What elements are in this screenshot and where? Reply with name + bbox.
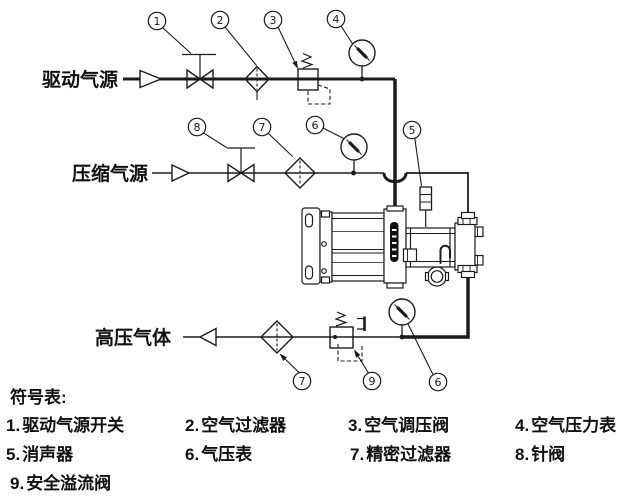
legend-item-name: 精密过滤器 — [366, 444, 452, 464]
air-filter — [244, 65, 270, 100]
callout-balloon-6: 6 — [305, 115, 325, 135]
legend-item: 1.驱动气源开关 — [6, 415, 124, 435]
source-labels: 驱动气源 压缩气源 高压气体 — [42, 68, 172, 349]
legend-title: 符号表: — [10, 387, 67, 407]
air-pressure-gauge — [348, 39, 376, 82]
callout-leader — [162, 27, 192, 54]
compressed-air-circuit — [152, 133, 469, 227]
legend-item: 2.空气过滤器 — [185, 415, 287, 435]
callout-leader — [414, 138, 423, 187]
balloon-number: 8 — [194, 121, 201, 134]
compressed-air-label: 压缩气源 — [72, 162, 148, 185]
legend-item-num: 6. — [185, 445, 199, 464]
callout-balloon-5: 5 — [402, 120, 422, 140]
gas-booster-pump — [301, 205, 484, 289]
pump-tube-hook — [439, 244, 451, 264]
precision-filter — [284, 157, 316, 189]
callout-balloon-2: 2 — [210, 10, 230, 30]
balloon-number: 2 — [217, 14, 224, 27]
callout-leader — [322, 127, 345, 140]
legend-item-name: 针阀 — [531, 444, 565, 464]
callout-leader — [407, 323, 434, 375]
legend-item-num: 8. — [515, 445, 529, 464]
balloon-number: 7 — [259, 121, 266, 134]
air-regulator-valve — [297, 52, 331, 105]
legend-item-name: 驱动气源开关 — [22, 415, 124, 435]
legend-item-name: 气压表 — [200, 444, 253, 464]
callout-balloon-7b: 7 — [292, 371, 312, 391]
legend-item-num: 3. — [348, 416, 362, 435]
legend-item: 7.精密过滤器 — [350, 444, 452, 464]
bracket-slot — [304, 213, 314, 228]
legend-item: 4.空气压力表 — [515, 415, 617, 435]
callout-leaders — [162, 25, 434, 375]
callout-balloon-1: 1 — [147, 11, 167, 31]
legend: 符号表: 1.驱动气源开关 2.空气过滤器 3.空气调压阀 4.空气压力表 5.… — [6, 387, 617, 493]
balloon-number: 6 — [312, 119, 319, 132]
legend-item: 5.消声器 — [6, 444, 74, 464]
flow-arrow-icon — [171, 163, 191, 183]
balloon-number: 9 — [369, 375, 376, 388]
drive-air-switch-valve — [182, 53, 216, 90]
high-pressure-circuit — [183, 278, 470, 362]
legend-item-name: 安全溢流阀 — [26, 473, 111, 493]
leader-arrowhead-icon — [279, 353, 287, 361]
callout-leader — [224, 26, 257, 66]
flow-arrow-icon — [198, 327, 217, 347]
pump-outlet-block — [454, 222, 476, 271]
leader-arrowhead-icon — [354, 349, 361, 358]
callout-leader — [203, 132, 228, 149]
hp-outlet-pipe — [402, 278, 470, 339]
pump-drive-cylinder — [331, 212, 385, 282]
callout-balloon-8: 8 — [187, 117, 207, 137]
callout-leader — [277, 26, 296, 63]
flow-arrow-icon — [139, 69, 163, 89]
pump-port-fitting — [402, 248, 418, 263]
legend-item-name: 空气压力表 — [531, 415, 617, 435]
compressed-air-pipe-right — [406, 172, 469, 213]
needle-valve — [227, 147, 255, 183]
muffler — [419, 186, 433, 227]
legend-item-name: 空气过滤器 — [201, 415, 287, 435]
balloon-number: 5 — [409, 124, 416, 137]
legend-item-num: 1. — [6, 416, 20, 435]
legend-item-num: 4. — [515, 416, 529, 435]
legend-item-num: 9. — [10, 474, 24, 493]
callout-balloon-4: 4 — [326, 9, 346, 29]
callout-balloon-6b: 6 — [428, 372, 448, 392]
pipe-crossing-hop-icon — [382, 172, 408, 184]
callout-leader — [357, 356, 370, 374]
legend-item: 6.气压表 — [185, 444, 253, 464]
callout-leader — [284, 358, 301, 374]
legend-item: 3.空气调压阀 — [348, 415, 449, 435]
balloon-number: 4 — [333, 13, 340, 26]
balloon-number: 6 — [435, 376, 442, 389]
high-pressure-gas-label: 高压气体 — [95, 326, 172, 349]
drive-air-circuit — [123, 39, 397, 207]
legend-item-num: 5. — [6, 445, 20, 464]
precision-filter-outlet — [260, 320, 294, 354]
balloon-number: 7 — [299, 375, 306, 388]
legend-item-name: 消声器 — [22, 444, 74, 464]
air-gauge-outlet — [388, 298, 416, 340]
safety-relief-valve — [329, 311, 366, 362]
bracket-slot — [304, 265, 314, 280]
callout-leader — [267, 132, 294, 157]
balloon-number: 3 — [270, 14, 277, 27]
legend-item-num: 2. — [185, 416, 199, 435]
legend-item-num: 7. — [350, 445, 364, 464]
legend-item: 9.安全溢流阀 — [10, 473, 111, 493]
callout-balloon-3: 3 — [263, 10, 283, 30]
callout-leader — [340, 25, 354, 45]
legend-item-name: 空气调压阀 — [364, 415, 449, 435]
callout-balloon-9: 9 — [362, 371, 382, 391]
callout-balloons: 1 2 3 4 5 6 7 8 — [147, 9, 448, 392]
callout-balloon-7: 7 — [252, 117, 272, 137]
leader-arrowhead-icon — [292, 60, 298, 69]
balloon-number: 1 — [154, 15, 161, 28]
air-gauge — [340, 133, 368, 176]
drive-air-label: 驱动气源 — [42, 68, 118, 91]
legend-item: 8.针阀 — [515, 444, 565, 464]
